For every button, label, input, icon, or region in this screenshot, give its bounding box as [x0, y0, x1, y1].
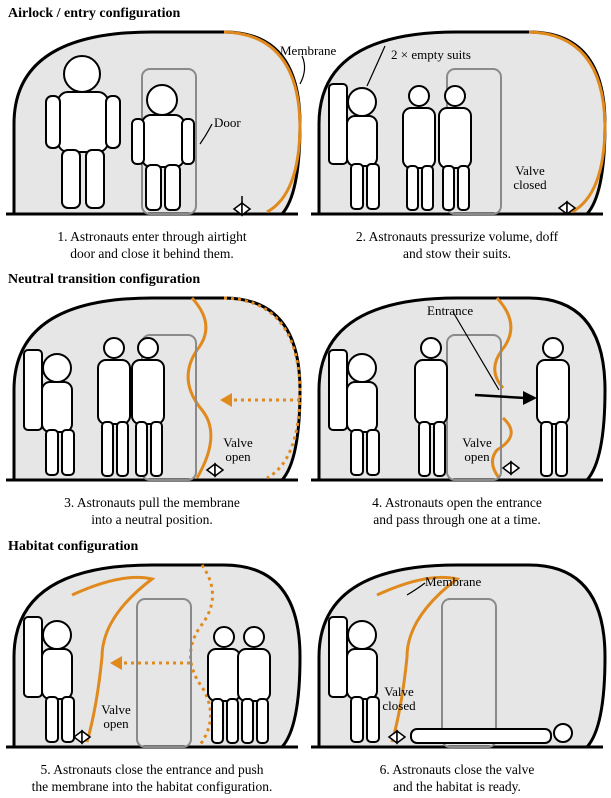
- habitat-diagram-5: [2, 557, 302, 757]
- caption-4: 4. Astronauts open the entrance and pass…: [307, 494, 607, 528]
- section-title-airlock: Airlock / entry configuration: [8, 6, 180, 22]
- label-valve-state: open: [218, 450, 258, 463]
- label-valve-state: closed: [505, 178, 555, 191]
- section-title-neutral: Neutral transition configuration: [8, 272, 200, 288]
- label-empty-suits: 2 × empty suits: [391, 48, 471, 61]
- label-valve: Valve: [457, 436, 497, 449]
- caption-2-line2: and stow their suits.: [307, 245, 607, 262]
- caption-5-line1: 5. Astronauts close the entrance and pus…: [2, 761, 302, 778]
- label-entrance: Entrance: [427, 304, 473, 317]
- caption-4-line1: 4. Astronauts open the entrance: [307, 494, 607, 511]
- caption-1-line2: door and close it behind them.: [2, 245, 302, 262]
- label-valve: Valve: [505, 164, 555, 177]
- caption-6-line2: and the habitat is ready.: [307, 778, 607, 795]
- panel-1: Membrane Door: [2, 24, 302, 229]
- caption-1: 1. Astronauts enter through airtight doo…: [2, 228, 302, 262]
- label-valve-state: open: [96, 717, 136, 730]
- caption-2: 2. Astronauts pressurize volume, doff an…: [307, 228, 607, 262]
- panel-6: Membrane Valve closed: [307, 557, 607, 762]
- label-valve-state: closed: [377, 699, 421, 712]
- panel-2: 2 × empty suits Valve closed: [307, 24, 607, 229]
- panel-3: Valve open: [2, 290, 302, 495]
- label-door: Door: [214, 116, 241, 129]
- habitat-diagram-1: [2, 24, 302, 224]
- caption-5: 5. Astronauts close the entrance and pus…: [2, 761, 302, 795]
- section-title-habitat: Habitat configuration: [8, 539, 138, 555]
- caption-6-line1: 6. Astronauts close the valve: [307, 761, 607, 778]
- caption-3-line2: into a neutral position.: [2, 511, 302, 528]
- caption-1-line1: 1. Astronauts enter through airtight: [2, 228, 302, 245]
- label-valve: Valve: [377, 685, 421, 698]
- label-membrane: Membrane: [425, 575, 481, 588]
- panel-5: Valve open: [2, 557, 302, 762]
- caption-3: 3. Astronauts pull the membrane into a n…: [2, 494, 302, 528]
- caption-6: 6. Astronauts close the valve and the ha…: [307, 761, 607, 795]
- membrane-pointer: [300, 56, 305, 84]
- caption-2-line1: 2. Astronauts pressurize volume, doff: [307, 228, 607, 245]
- caption-3-line1: 3. Astronauts pull the membrane: [2, 494, 302, 511]
- label-valve-state: open: [457, 450, 497, 463]
- label-valve: Valve: [96, 703, 136, 716]
- label-valve: Valve: [218, 436, 258, 449]
- caption-5-line2: the membrane into the habitat configurat…: [2, 778, 302, 795]
- panel-4: Entrance Valve open: [307, 290, 607, 495]
- caption-4-line2: and pass through one at a time.: [307, 511, 607, 528]
